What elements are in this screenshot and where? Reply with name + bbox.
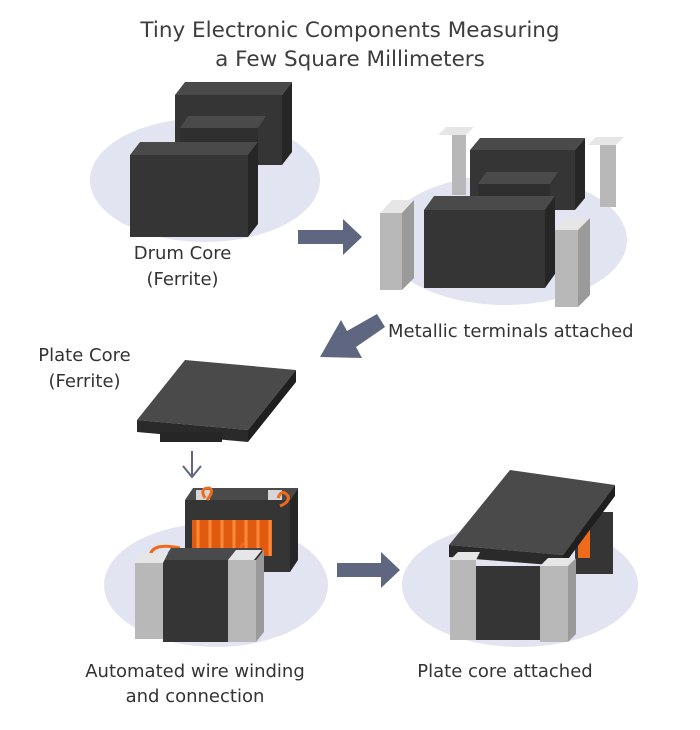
- drum-core-label-2: (Ferrite): [146, 269, 219, 290]
- arrow-down-icon: [182, 451, 202, 479]
- step-wire-winding: [104, 486, 328, 647]
- step-metallic-terminals: [380, 127, 627, 307]
- drum-core-label-1: Drum Core: [133, 243, 232, 264]
- title-line-2: a Few Square Millimeters: [215, 47, 485, 72]
- step-drum-core: [90, 82, 320, 242]
- wire-winding-label-2: and connection: [125, 686, 265, 707]
- arrow-right-icon: [337, 552, 400, 588]
- plate-core-attached-label: Plate core attached: [417, 661, 593, 682]
- wire-winding-label-1: Automated wire winding: [85, 661, 305, 682]
- step-plate-core: [137, 360, 296, 442]
- arrow-down-left-icon: [320, 314, 385, 358]
- step-plate-attached: [402, 470, 638, 647]
- title-line-1: Tiny Electronic Components Measuring: [140, 18, 560, 43]
- plate-core-label-2: (Ferrite): [48, 371, 121, 392]
- arrow-right-icon: [298, 219, 362, 255]
- metallic-terminals-label: Metallic terminals attached: [388, 321, 634, 342]
- plate-core-label-1: Plate Core: [38, 345, 131, 366]
